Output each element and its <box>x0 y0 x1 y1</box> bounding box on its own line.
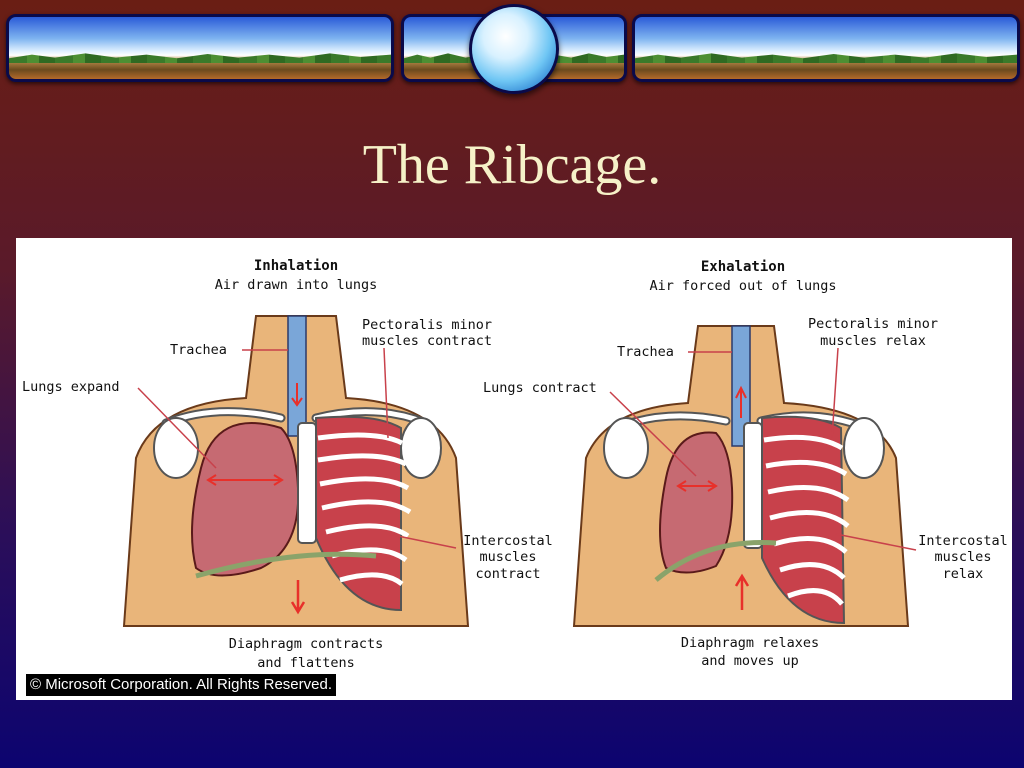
exhalation-ribs <box>761 415 850 625</box>
inhalation-intercostal-label-1: Intercostal <box>463 533 552 549</box>
inhalation-ribs <box>315 415 412 612</box>
banner-right <box>632 14 1020 82</box>
inhalation-trachea-label: Trachea <box>170 342 227 358</box>
exhalation-intercostal-label-3: relax <box>943 566 984 582</box>
exhalation-diaphragm-label-2: and moves up <box>701 653 799 669</box>
inhalation-diaphragm <box>195 551 377 579</box>
inhalation-intercostal-label-3: contract <box>475 566 540 582</box>
globe-icon <box>469 4 559 94</box>
banner-left <box>6 14 394 82</box>
exhalation-pectoralis-label-2: muscles relax <box>820 333 926 349</box>
exhalation-lungs-label: Lungs contract <box>483 380 597 396</box>
inhalation-heading: Inhalation <box>254 258 338 274</box>
slide-title: The Ribcage. <box>362 134 662 196</box>
exhalation-trachea-label: Trachea <box>617 344 674 360</box>
exhalation-pectoralis-label-1: Pectoralis minor <box>808 316 938 332</box>
diagram-svg: Inhalation Air drawn into lungs Trachea … <box>22 258 1008 671</box>
exhalation-diaphragm <box>654 539 777 582</box>
inhalation-diaphragm-label-2: and flattens <box>257 655 355 671</box>
inhalation-pectoralis-label-1: Pectoralis minor <box>362 317 492 333</box>
exhalation-figure <box>572 325 917 627</box>
inhalation-lungs-label: Lungs expand <box>22 379 120 395</box>
ribcage-diagram: Inhalation Air drawn into lungs Trachea … <box>16 238 1012 700</box>
exhalation-diaphragm-label-1: Diaphragm relaxes <box>681 635 819 651</box>
exhalation-subheading: Air forced out of lungs <box>650 278 837 294</box>
inhalation-trachea <box>287 315 307 437</box>
exhalation-heading: Exhalation <box>701 259 785 275</box>
exhalation-intercostal-label-1: Intercostal <box>918 533 1007 549</box>
inhalation-pectoralis-label-2: muscles contract <box>362 333 492 349</box>
inhalation-diaphragm-label-1: Diaphragm contracts <box>229 636 383 652</box>
exhalation-intercostal-label-2: muscles <box>935 549 992 565</box>
copyright-notice: © Microsoft Corporation. All Rights Rese… <box>26 674 336 696</box>
exhalation-lung <box>659 431 734 574</box>
inhalation-intercostal-label-2: muscles <box>480 549 537 565</box>
inhalation-subheading: Air drawn into lungs <box>215 277 378 293</box>
inhalation-figure <box>122 315 470 627</box>
